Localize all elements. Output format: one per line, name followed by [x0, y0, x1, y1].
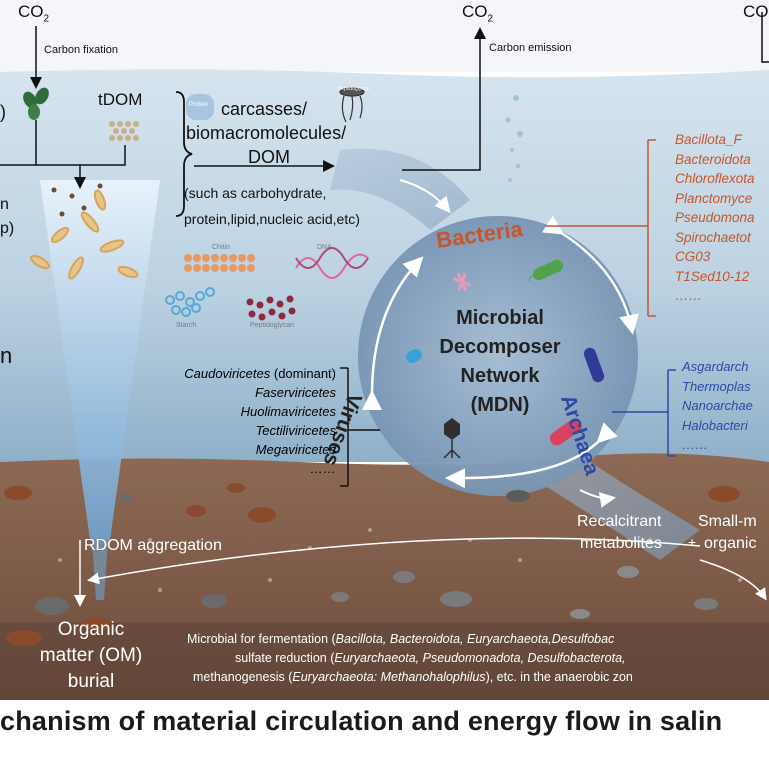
sediment-pebbles [4, 483, 740, 646]
plus-label: + [688, 534, 697, 550]
carcasses-icon [30, 189, 139, 280]
virus-taxon: Tectiliviricetes [255, 423, 336, 438]
sulfate-reduction-line: sulfate reduction (Euryarchaeota, Pseudo… [235, 651, 626, 665]
methanogenesis-line: methanogenesis (Euryarchaeota: Methanoha… [193, 670, 633, 684]
peptidoglycan-top-icon [339, 87, 365, 123]
co2-fixation-label: CO2 [18, 2, 50, 25]
om-line-3: burial [67, 671, 115, 692]
small-molecule-label-1: Small-m [698, 513, 757, 530]
chitin-icon [184, 254, 255, 272]
bacteria-taxon: CG03 [675, 249, 711, 264]
archaea-taxon: Nanoarchae [682, 398, 753, 413]
virus-taxon: Megaviricetes [255, 442, 336, 457]
om-line-1: Organic [57, 619, 125, 640]
tdom-particles-icon [109, 121, 139, 141]
carbon-fixation-label: Carbon fixation [44, 44, 118, 56]
sky-band [0, 0, 769, 72]
archaea-taxon: Asgardarch [682, 359, 749, 374]
om-line-2: matter (OM) [39, 645, 143, 666]
archaea-taxon: Thermoplas [682, 378, 751, 394]
co2-right-label: CO [743, 2, 769, 21]
bacteria-taxon: Bacillota_F [675, 132, 742, 147]
figure-title: chanism of material circulation and ener… [0, 706, 723, 736]
bacteria-taxon: T1Sed10-12 [675, 268, 750, 284]
mdn-title-line-3: Network [460, 365, 540, 387]
carbon-emission-label: Carbon emission [489, 42, 572, 54]
fermentation-line: Microbial for fermentation (Bacillota, B… [187, 632, 615, 646]
examples-label-2: protein,lipid,nucleic acid,etc) [184, 211, 360, 227]
anaerobic-process-text: Microbial for fermentation (Bacillota, B… [187, 630, 633, 687]
peptidoglycan-top-icon-label: Peptidoglycan [338, 86, 370, 92]
virus-bacteria-arrow [361, 256, 424, 411]
left-partial-label-1: ) [0, 102, 6, 122]
phytoplankton-icon [23, 87, 49, 120]
mdn-title-line-1: Microbial [456, 307, 544, 329]
co2-bubbles [505, 95, 523, 182]
virus-taxon: …… [310, 461, 336, 476]
left-partial-label-4: n [0, 343, 13, 368]
left-partial-label-2: n [0, 196, 9, 213]
peptidoglycan-icon-label: Peptidoglycan [250, 322, 294, 329]
archaea-virus-arrow [445, 422, 618, 489]
starch-icon [165, 287, 215, 317]
bacteria-taxon: Planctomyce [675, 190, 753, 206]
anaerobic-zone-band [0, 622, 769, 700]
virus-taxon: Faserviricetes [255, 385, 336, 400]
protein-icon [186, 94, 214, 120]
rdom-arrow [87, 537, 701, 585]
carcasses-label-3: DOM [248, 147, 290, 167]
protein-icon-label: Protein [189, 102, 209, 108]
recalcitrant-label-1: Recalcitrant [577, 513, 662, 530]
examples-label-1: (such as carbohydrate, [184, 185, 327, 201]
mdn-title-line-2: Decomposer [439, 336, 561, 358]
co2-emission-label: CO2 [462, 2, 494, 25]
archaea-bracket [612, 369, 676, 457]
bacteria-archaea-arrow [541, 215, 639, 335]
microbe-icons [406, 259, 605, 459]
bacteria-taxon: Chloroflexota [675, 171, 755, 186]
mdn-title: Microbial Decomposer Network (MDN) [420, 304, 580, 420]
rdom-label: RDOM aggregation [84, 537, 222, 554]
virus-bracket [340, 367, 380, 487]
tdom-label: tDOM [98, 90, 143, 109]
recalcitrant-label-2: metabolites [580, 535, 662, 552]
starch-icon-label: Starch [176, 322, 197, 329]
bacteria-taxon: Bacteroidota [675, 151, 751, 167]
peptidoglycan-icon [246, 295, 296, 321]
bacteria-taxon: Pseudomona [675, 210, 755, 225]
chitin-icon-label: Chitin [212, 244, 230, 251]
carcasses-label-1: carcasses/ [221, 99, 308, 119]
archaea-taxon: …… [682, 437, 708, 452]
virus-taxon: Huolimaviricetes [240, 404, 336, 419]
left-partial-label-3: p) [0, 220, 15, 237]
bacteria-bracket [545, 139, 656, 317]
small-molecule-label-2: organic [704, 535, 757, 552]
source-brace [175, 91, 193, 217]
archaea-taxon: Halobacteri [682, 417, 748, 433]
carbon-emission-arrow [402, 27, 486, 171]
bacteria-taxon: Spirochaetot [675, 229, 751, 245]
om-burial-label: Organic matter (OM) burial [26, 617, 156, 695]
mdn-title-line-4: (MDN) [470, 394, 530, 416]
dna-icon-label: DNA [317, 244, 332, 251]
dna-icon [295, 247, 369, 279]
carcasses-label-2: biomacromolecules/ [186, 123, 347, 143]
bacteria-taxon: …… [675, 288, 702, 303]
virus-taxon: Caudoviricetes (dominant) [184, 366, 336, 381]
